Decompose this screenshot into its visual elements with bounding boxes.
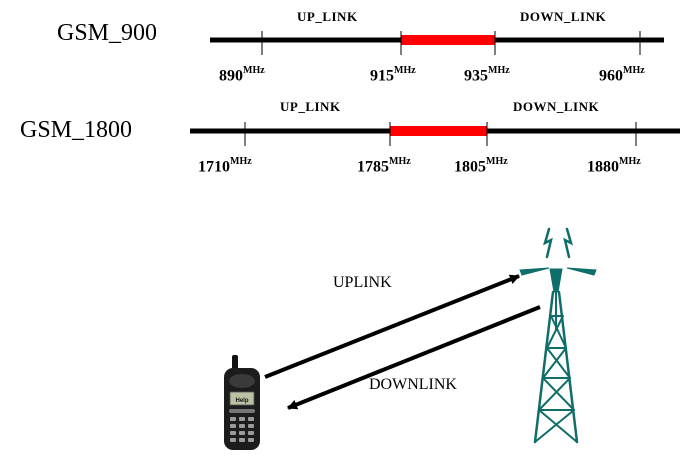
downlink-label: DOWNLINK <box>369 376 457 393</box>
gsm900-freq-935: 935MHz <box>464 65 510 85</box>
mobile-phone-icon: Help <box>224 355 260 450</box>
gsm900-uplink-label: UP_LINK <box>297 9 358 24</box>
gsm1800-freq-1880: 1880MHz <box>587 156 641 176</box>
uplink-label: UPLINK <box>333 274 392 291</box>
phone-screen-text: Help <box>235 398 248 404</box>
downlink-arrow <box>287 305 541 410</box>
gsm1800-title: GSM_1800 <box>20 117 133 143</box>
gsm900-freq-915: 915MHz <box>370 65 416 85</box>
gsm900-freq-960: 960MHz <box>599 65 645 85</box>
gsm1800-uplink-label: UP_LINK <box>280 99 341 114</box>
gsm1800-freq-1785: 1785MHz <box>357 156 411 176</box>
gsm1800-freq-1710: 1710MHz <box>198 156 252 176</box>
uplink-arrow <box>264 274 520 379</box>
cell-tower-icon <box>519 227 597 444</box>
gsm1800-freq-1805: 1805MHz <box>454 156 508 176</box>
gsm1800-downlink-label: DOWN_LINK <box>513 99 600 114</box>
gsm900-title: GSM_900 <box>57 20 158 46</box>
gsm900-freq-890: 890MHz <box>219 65 265 85</box>
gsm900-downlink-label: DOWN_LINK <box>520 9 607 24</box>
